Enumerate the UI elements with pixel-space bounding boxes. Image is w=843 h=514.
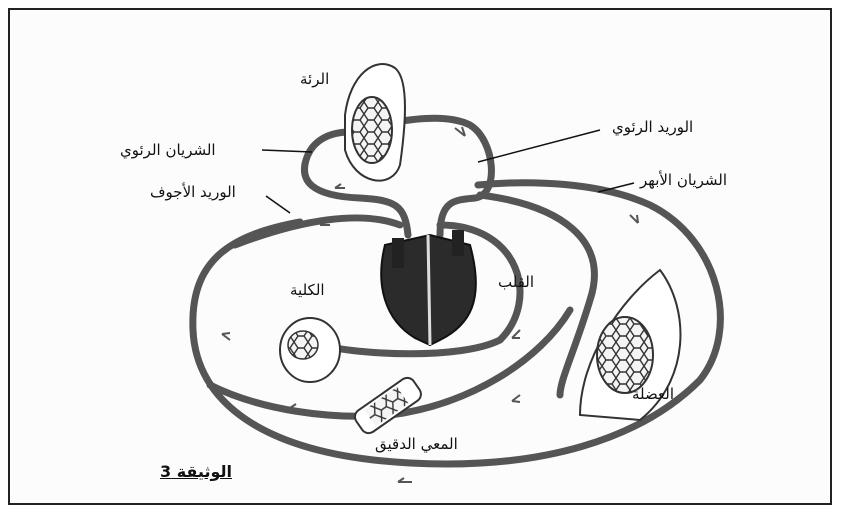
lung-capillaries bbox=[352, 97, 392, 163]
label-small-intestine: المعي الدقيق bbox=[375, 437, 458, 452]
label-pulmonary-vein: الوريد الرئوي bbox=[612, 120, 693, 135]
label-lung: الرئة bbox=[300, 72, 329, 87]
intestine-organ bbox=[352, 375, 424, 436]
document-title: الوثيقة 3 bbox=[160, 462, 232, 481]
label-aorta: الشريان الأبهر bbox=[640, 173, 727, 188]
label-pulmonary-artery: الشريان الرئوي bbox=[120, 143, 216, 158]
muscle-capillaries bbox=[597, 317, 653, 393]
muscle-loop bbox=[480, 195, 594, 395]
heart-organ bbox=[381, 230, 476, 345]
label-kidney: الكلية bbox=[290, 283, 325, 298]
pulmonary-vein-path bbox=[395, 118, 491, 235]
kidney-capillaries bbox=[288, 331, 318, 359]
label-muscle: العضلة bbox=[632, 387, 674, 402]
label-vena-cava: الوريد الأجوف bbox=[150, 185, 236, 200]
label-heart: القلب bbox=[498, 275, 534, 290]
